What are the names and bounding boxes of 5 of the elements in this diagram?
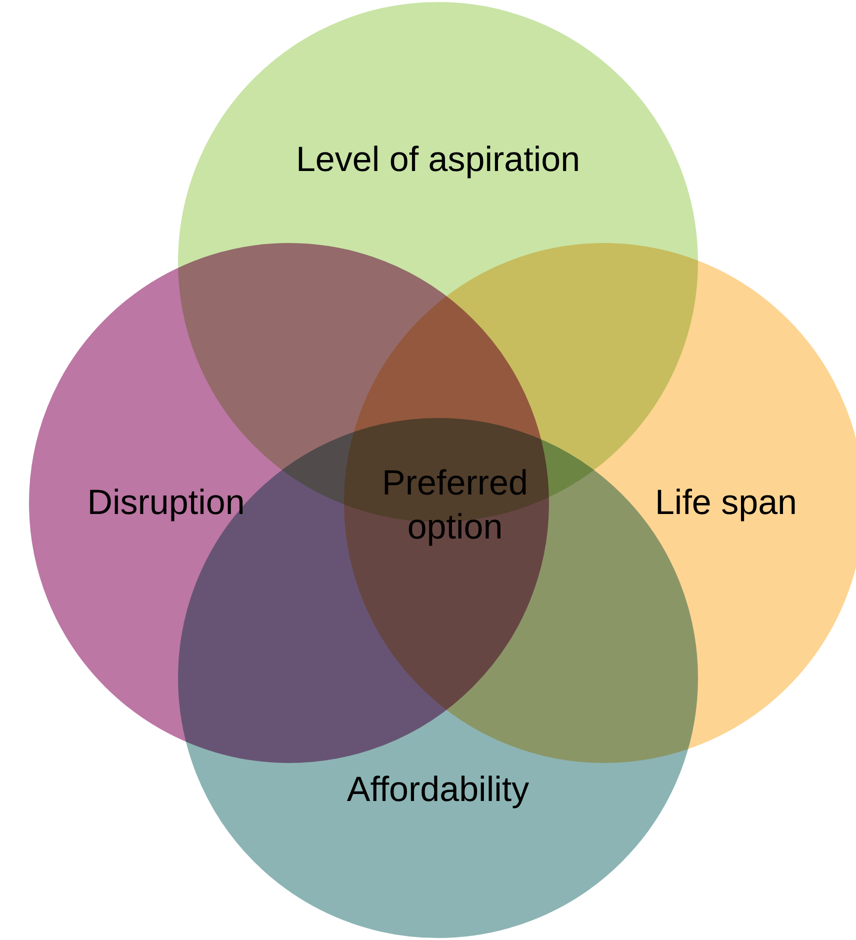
circle-label: Level of aspiration	[296, 139, 580, 181]
circle-label: Life span	[654, 482, 798, 524]
center-label: Preferred option	[381, 462, 529, 548]
circle-label: Disruption	[87, 482, 245, 524]
circle-label: Affordability	[346, 769, 530, 811]
